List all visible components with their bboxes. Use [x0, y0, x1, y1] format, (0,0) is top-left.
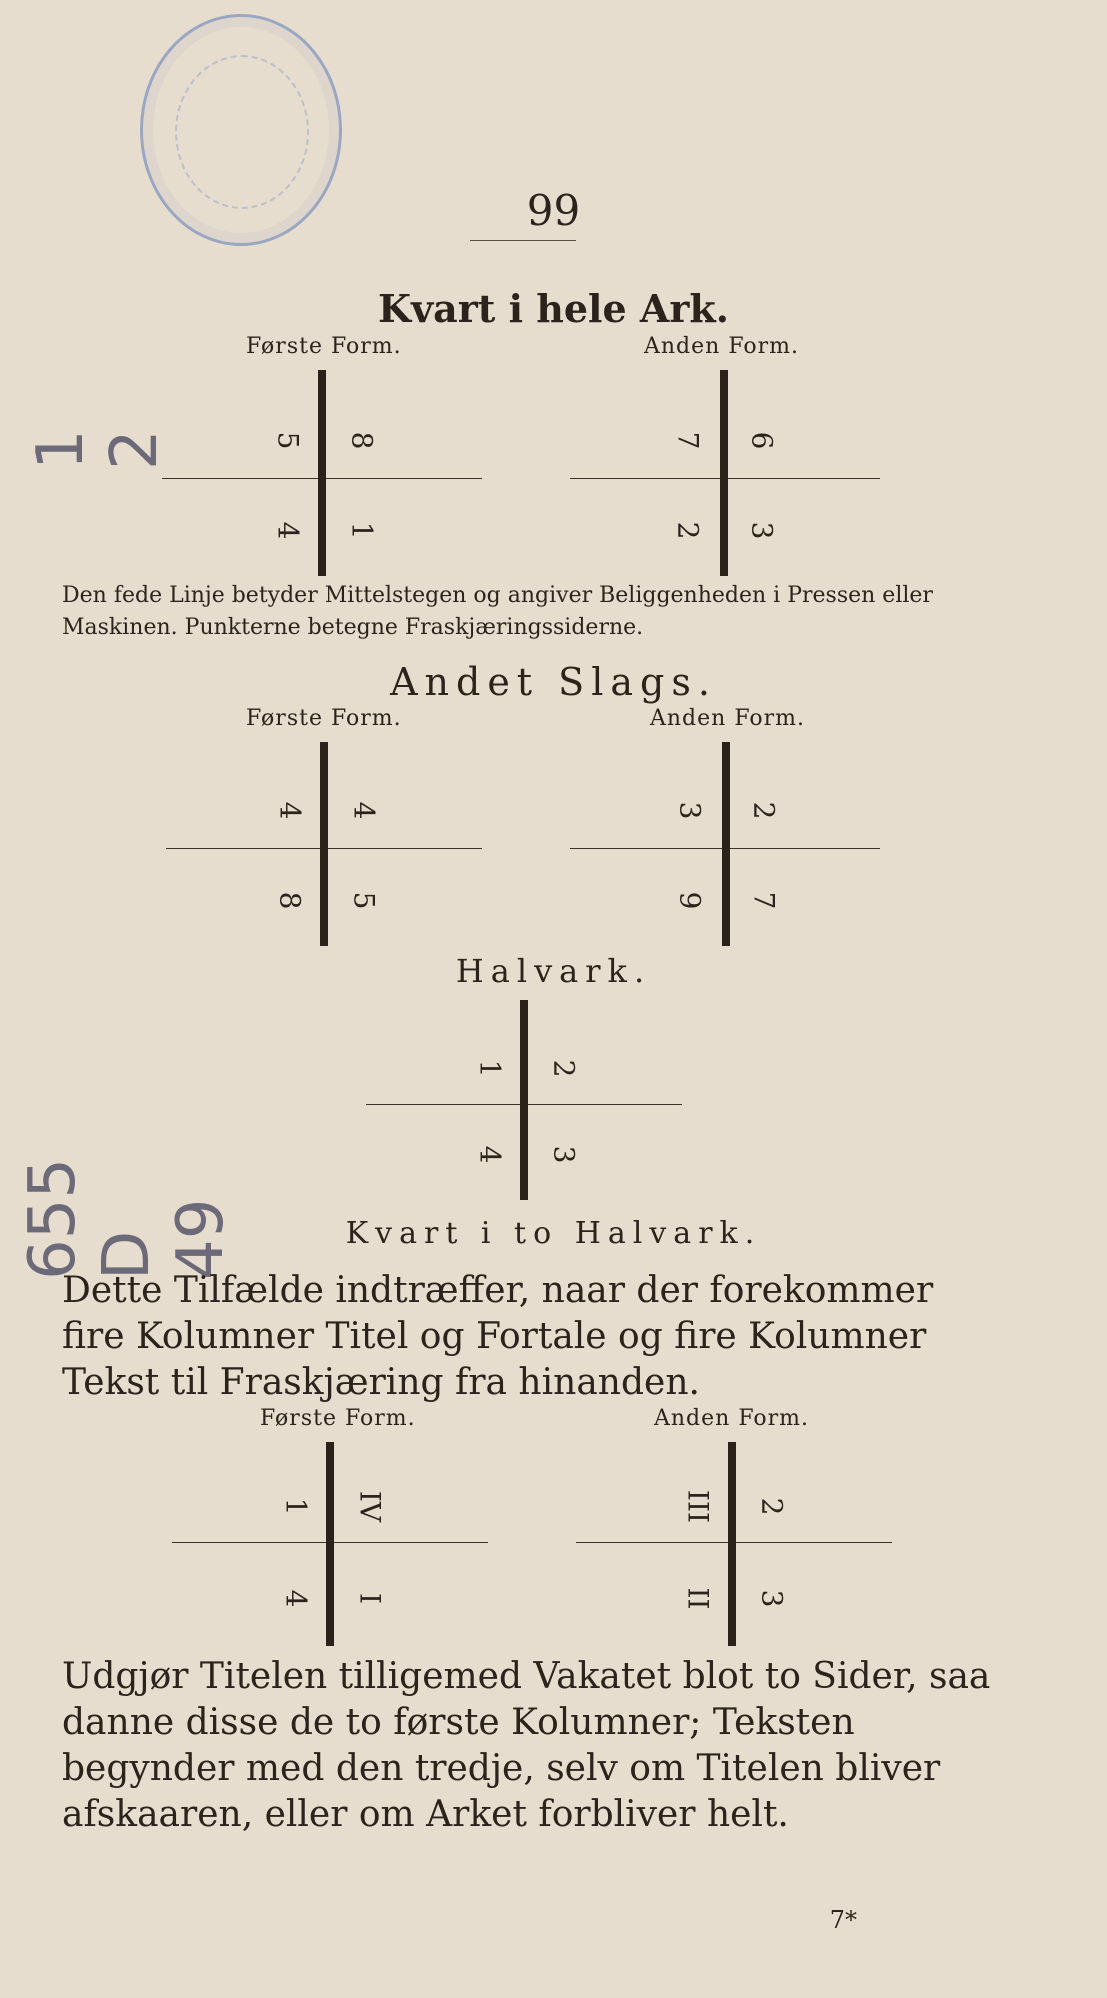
page-8: 8: [345, 431, 379, 450]
digit: 3: [547, 1145, 581, 1164]
label-first-form-3: Første Form.: [260, 1406, 416, 1431]
digit: III: [681, 1489, 715, 1524]
digit: IV: [353, 1490, 387, 1523]
heading-halvark: Halvark.: [455, 952, 652, 990]
page-3: 3: [745, 521, 779, 540]
diagram-andet-second: 3 2 9 7: [570, 742, 880, 948]
paragraph-1: Dette Tilfælde indtræffer, naar der fore…: [62, 1270, 934, 1403]
diagram-kvart-second: 7 6 2 3: [570, 370, 880, 580]
digit: 2: [547, 1059, 581, 1078]
paragraph-2: Udgjør Titelen tilligemed Vakatet blot t…: [62, 1656, 991, 1835]
signature-mark: 7*: [829, 1906, 857, 1934]
diagram-kvart-first: 5 8 4 1: [162, 370, 482, 580]
digit: 2: [755, 1497, 789, 1516]
digit: 3: [673, 801, 707, 820]
diagram-andet-first: 4 4 8 5: [166, 742, 482, 948]
note-text: Den fede Linje betyder Mittelstegen og a…: [62, 583, 933, 640]
page-5: 5: [271, 431, 305, 450]
label-first-form-2: Første Form.: [246, 706, 402, 731]
page-7: 7: [671, 431, 705, 450]
diagram-roman-second: III 2 II 3: [576, 1442, 892, 1648]
digit: 4: [473, 1145, 507, 1164]
digit: 4: [273, 801, 307, 820]
label-second-form-2: Anden Form.: [650, 706, 805, 731]
digit: 9: [673, 891, 707, 910]
diagram-halvark: 1 2 4 3: [366, 1000, 682, 1204]
digit: 3: [755, 1589, 789, 1608]
page-6: 6: [745, 431, 779, 450]
heading-kvart-to-halvark: Kvart i to Halvark.: [345, 1216, 762, 1251]
digit: 1: [473, 1059, 507, 1078]
label-first-form: Første Form.: [246, 334, 402, 359]
digit: II: [681, 1587, 715, 1610]
digit: 8: [273, 891, 307, 910]
heading-kvart-hele-ark: Kvart i hele Ark.: [378, 286, 729, 331]
digit: 1: [279, 1497, 313, 1516]
diagram-roman-first: 1 IV 4 I: [172, 1442, 488, 1648]
label-second-form: Anden Form.: [644, 334, 799, 359]
page-2: 2: [671, 521, 705, 540]
digit: I: [353, 1592, 387, 1605]
page-number-rule: [470, 240, 576, 241]
digit: 2: [747, 801, 781, 820]
digit: 5: [347, 891, 381, 910]
digit: 4: [279, 1589, 313, 1608]
page-1: 1: [345, 521, 379, 540]
library-stamp: [140, 14, 342, 246]
digit: 7: [747, 891, 781, 910]
heading-andet-slags: Andet Slags.: [390, 660, 717, 704]
page-4: 4: [271, 521, 305, 540]
page-number: 99: [526, 186, 581, 235]
digit: 4: [347, 801, 381, 820]
label-second-form-3: Anden Form.: [654, 1406, 809, 1431]
